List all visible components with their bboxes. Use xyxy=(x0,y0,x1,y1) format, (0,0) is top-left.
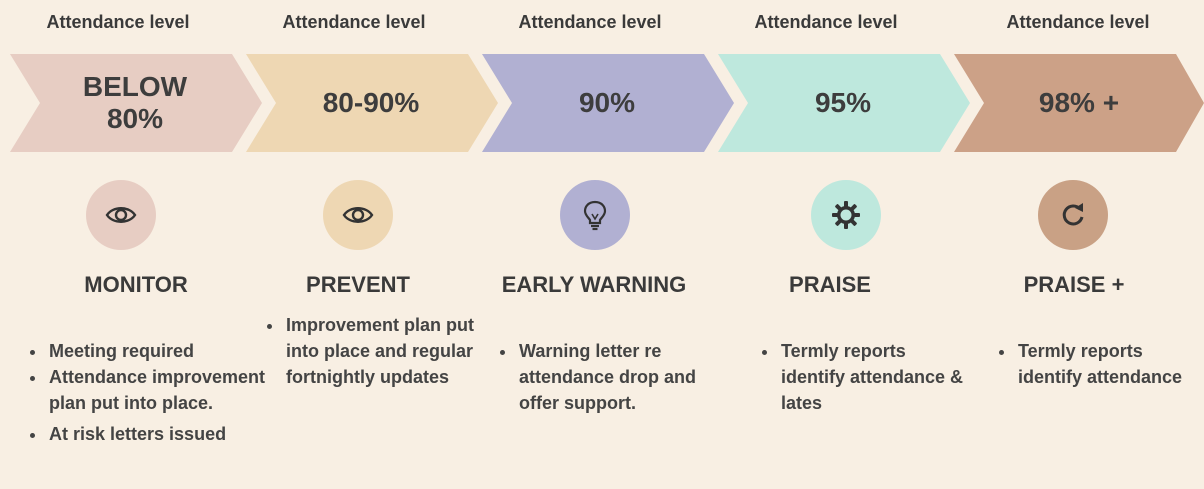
attendance-level-label: Attendance level xyxy=(518,12,662,32)
chevron-shape xyxy=(718,54,970,152)
action-title: MONITOR xyxy=(84,272,188,297)
chevron-shape xyxy=(954,54,1204,152)
chevron-90 xyxy=(482,54,734,152)
icon-circle xyxy=(1038,180,1108,250)
list-item: Meeting required xyxy=(47,338,267,364)
chevron-value: 80-90% xyxy=(266,54,476,152)
chevron-80-90 xyxy=(246,54,498,152)
chevron-value: BELOW 80% xyxy=(30,54,240,152)
value-line-1: 98% + xyxy=(1038,87,1120,118)
icon-circle xyxy=(323,180,393,250)
icon-circle xyxy=(811,180,881,250)
value-line-1: 90% xyxy=(578,87,636,118)
refresh-icon xyxy=(1062,203,1084,226)
chevron-98-plus xyxy=(954,54,1204,152)
attendance-level-label: Attendance level xyxy=(282,12,426,32)
value-line-1: 80-90% xyxy=(322,87,420,118)
eye-icon xyxy=(105,207,137,223)
chevron-shape xyxy=(10,54,262,152)
attendance-level-label: Attendance level xyxy=(1006,12,1150,32)
bullet-list: Termly reports identify attendance xyxy=(994,338,1204,390)
attendance-level-label: Attendance level xyxy=(754,12,898,32)
value-line-1: 95% xyxy=(814,87,872,118)
eye-icon xyxy=(342,207,374,223)
lightbulb-icon xyxy=(583,200,607,231)
list-item: Termly reports identify attendance xyxy=(1016,338,1204,390)
bullet-list: Meeting required Attendance improvement … xyxy=(25,338,267,447)
bullet-list: Improvement plan put into place and regu… xyxy=(262,312,494,390)
bullet-list: Warning letter re attendance drop and of… xyxy=(495,338,727,416)
chevron-shape xyxy=(246,54,498,152)
attendance-level-label: Attendance level xyxy=(46,12,190,32)
value-line-1: BELOW xyxy=(82,71,188,102)
list-item: Warning letter re attendance drop and of… xyxy=(517,338,727,416)
value-line-2: 80% xyxy=(106,103,164,134)
list-item: At risk letters issued xyxy=(47,421,267,447)
chevron-value: 98% + xyxy=(974,54,1184,152)
action-title: PRAISE + xyxy=(1023,272,1125,297)
chevron-shape xyxy=(482,54,734,152)
action-title: PREVENT xyxy=(306,272,410,297)
chevron-value: 95% xyxy=(738,54,948,152)
action-title: PRAISE xyxy=(789,272,871,297)
list-item: Termly reports identify attendance & lat… xyxy=(779,338,969,416)
list-item: Improvement plan put into place and regu… xyxy=(284,312,494,390)
chevron-95 xyxy=(718,54,970,152)
chevron-value: 90% xyxy=(502,54,712,152)
chevron-below-80 xyxy=(10,54,262,152)
list-item: Attendance improvement plan put into pla… xyxy=(47,364,267,416)
icon-circle xyxy=(86,180,156,250)
action-title: EARLY WARNING xyxy=(501,272,687,297)
gear-icon xyxy=(832,201,860,229)
icon-circle xyxy=(560,180,630,250)
bullet-list: Termly reports identify attendance & lat… xyxy=(757,338,969,416)
